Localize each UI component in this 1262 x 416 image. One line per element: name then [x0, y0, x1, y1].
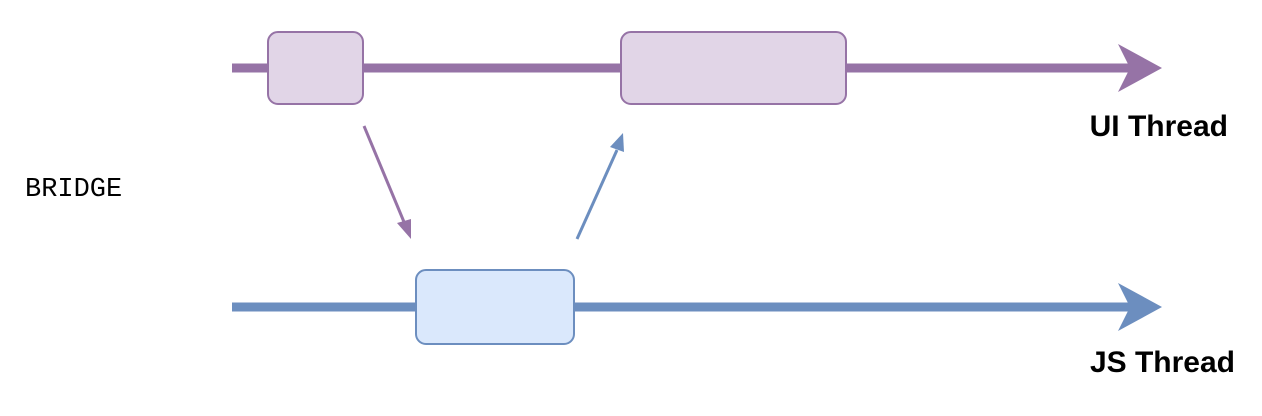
ui-thread-label: UI Thread [1090, 110, 1228, 143]
ui-to-js-arrow-head [397, 219, 411, 239]
js-thread-label: JS Thread [1090, 346, 1235, 379]
js-task-box [415, 269, 575, 345]
ui-task-box-1 [267, 31, 364, 105]
ui-task-box-2 [620, 31, 847, 105]
js-to-ui-arrow [575, 133, 624, 240]
bridge-label: BRIDGE [25, 175, 122, 205]
js-thread-arrowhead [1118, 283, 1162, 331]
ui-thread-arrowhead [1118, 44, 1162, 92]
ui-to-js-arrow [362, 125, 411, 239]
js-to-ui-arrow-head [610, 133, 624, 152]
ui-thread-lane: UI Thread [232, 31, 1228, 143]
ui-to-js-arrow-shaft [362, 125, 406, 223]
js-thread-lane: JS Thread [232, 269, 1235, 379]
js-to-ui-arrow-shaft [575, 149, 619, 240]
